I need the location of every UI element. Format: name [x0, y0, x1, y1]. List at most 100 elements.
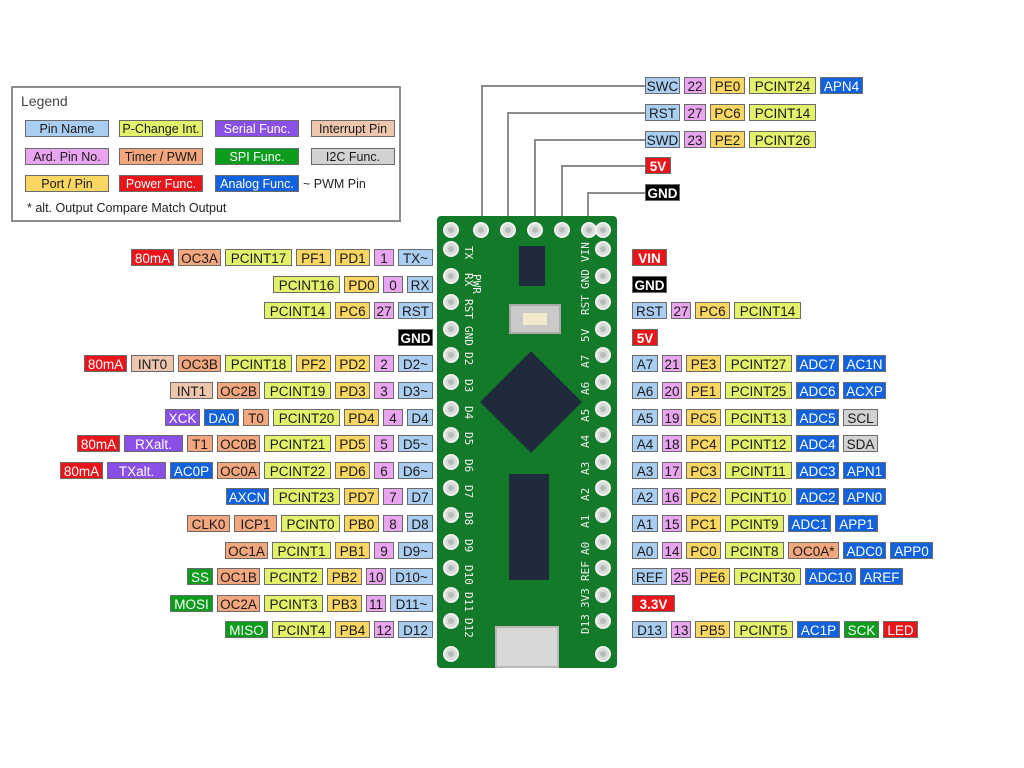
right-pin-label: ADC0 [843, 542, 886, 559]
pin-hole [443, 321, 459, 337]
usb-port[interactable] [495, 626, 559, 668]
right-pin-label: PCINT8 [725, 542, 784, 559]
right-pin-label: PCINT10 [725, 488, 792, 505]
right-pin-label: A3 [632, 462, 658, 479]
pin-hole [595, 613, 611, 629]
header-wire [587, 192, 589, 224]
top-header-label: 22 [684, 77, 706, 94]
right-pin-label: PCINT25 [725, 382, 792, 399]
left-pin-label: PCINT22 [264, 462, 331, 479]
pin-hole [443, 613, 459, 629]
header-wire [481, 85, 645, 87]
right-pin-label: PB5 [695, 621, 730, 638]
left-pin-label: OC3A [178, 249, 221, 266]
pin-hole [595, 268, 611, 284]
left-pin-label: OC3B [178, 355, 221, 372]
left-pin-label: INT1 [170, 382, 213, 399]
pin-hole [554, 222, 570, 238]
right-pin-label: PC2 [686, 488, 721, 505]
legend-title: Legend [21, 93, 68, 109]
top-header-label: PCINT26 [749, 131, 816, 148]
right-pin-label: 13 [671, 621, 691, 638]
left-pin-label: INT0 [131, 355, 174, 372]
right-pin-label: PC3 [686, 462, 721, 479]
left-pin-label: PD6 [335, 462, 370, 479]
pin-hole [443, 646, 459, 662]
top-header-label: 5V [645, 157, 671, 174]
pin-hole [443, 560, 459, 576]
right-pin-label: AC1P [797, 621, 840, 638]
right-pin-label: AREF [860, 568, 903, 585]
right-pin-label: ADC5 [796, 409, 839, 426]
pin-hole [443, 347, 459, 363]
left-pin-label: AXCN [226, 488, 269, 505]
silk-right-label: A5 [579, 408, 592, 422]
left-pin-label: MOSI [170, 595, 213, 612]
right-pin-label: 19 [662, 409, 682, 426]
left-pin-label: PF2 [296, 355, 331, 372]
left-pin-label: PCINT16 [273, 276, 340, 293]
right-pin-label: PCINT12 [725, 435, 792, 452]
legend-item: Power Func. [119, 175, 203, 192]
right-pin-label: ADC3 [796, 462, 839, 479]
right-pin-label: 16 [662, 488, 682, 505]
left-pin-label: PCINT4 [272, 621, 331, 638]
pin-hole [595, 560, 611, 576]
left-pin-label: CLK0 [187, 515, 230, 532]
left-pin-label: D6~ [398, 462, 433, 479]
left-pin-label: MISO [225, 621, 268, 638]
right-pin-label: PE1 [686, 382, 721, 399]
silk-left-label: D5 [462, 432, 475, 446]
header-wire [507, 112, 645, 114]
pin-hole [443, 268, 459, 284]
left-pin-label: PCINT17 [225, 249, 292, 266]
left-pin-label: 8 [383, 515, 403, 532]
silk-right-label: VIN [579, 242, 592, 262]
left-pin-label: RXalt. [124, 435, 183, 452]
pwr-silk-label: PWR [470, 274, 483, 294]
pin-hole [595, 401, 611, 417]
pin-hole [443, 587, 459, 603]
right-pin-label: SCK [844, 621, 879, 638]
right-pin-label: 27 [671, 302, 691, 319]
silk-right-label: RST [579, 295, 592, 315]
top-header-label: PCINT24 [749, 77, 816, 94]
pin-hole [443, 534, 459, 550]
silk-left-label: D11 [462, 592, 475, 612]
right-pin-label: A6 [632, 382, 658, 399]
left-pin-label: PCINT19 [264, 382, 331, 399]
silk-right-label: A4 [579, 434, 592, 448]
silk-right-label: A1 [579, 514, 592, 528]
right-pin-label: REF [632, 568, 667, 585]
pin-hole [443, 507, 459, 523]
left-pin-label: 3 [374, 382, 394, 399]
right-pin-label: A4 [632, 435, 658, 452]
top-header-label: PC6 [710, 104, 745, 121]
right-pin-label: 18 [662, 435, 682, 452]
left-pin-label: PD1 [335, 249, 370, 266]
left-pin-label: GND [398, 329, 433, 346]
right-pin-label: APP1 [835, 515, 878, 532]
left-pin-label: OC0B [217, 435, 260, 452]
left-pin-label: TX~ [398, 249, 433, 266]
left-pin-label: PD7 [344, 488, 379, 505]
left-pin-label: 11 [366, 595, 386, 612]
header-wire [507, 112, 509, 224]
left-pin-label: OC1B [217, 568, 260, 585]
pin-hole [500, 222, 516, 238]
top-header-label: 27 [684, 104, 706, 121]
silk-right-label: A0 [579, 541, 592, 555]
pin-hole [595, 480, 611, 496]
left-pin-label: PCINT20 [273, 409, 340, 426]
right-pin-label: PCINT13 [725, 409, 792, 426]
left-pin-label: OC2B [217, 382, 260, 399]
reset-button[interactable] [509, 304, 561, 334]
legend-item: Timer / PWM [119, 148, 203, 165]
right-pin-label: SCL [843, 409, 878, 426]
left-pin-label: PD0 [344, 276, 379, 293]
left-pin-label: D3~ [398, 382, 433, 399]
silk-right-label: A6 [579, 381, 592, 395]
pin-hole [595, 374, 611, 390]
header-wire [481, 85, 483, 224]
pin-hole [595, 534, 611, 550]
